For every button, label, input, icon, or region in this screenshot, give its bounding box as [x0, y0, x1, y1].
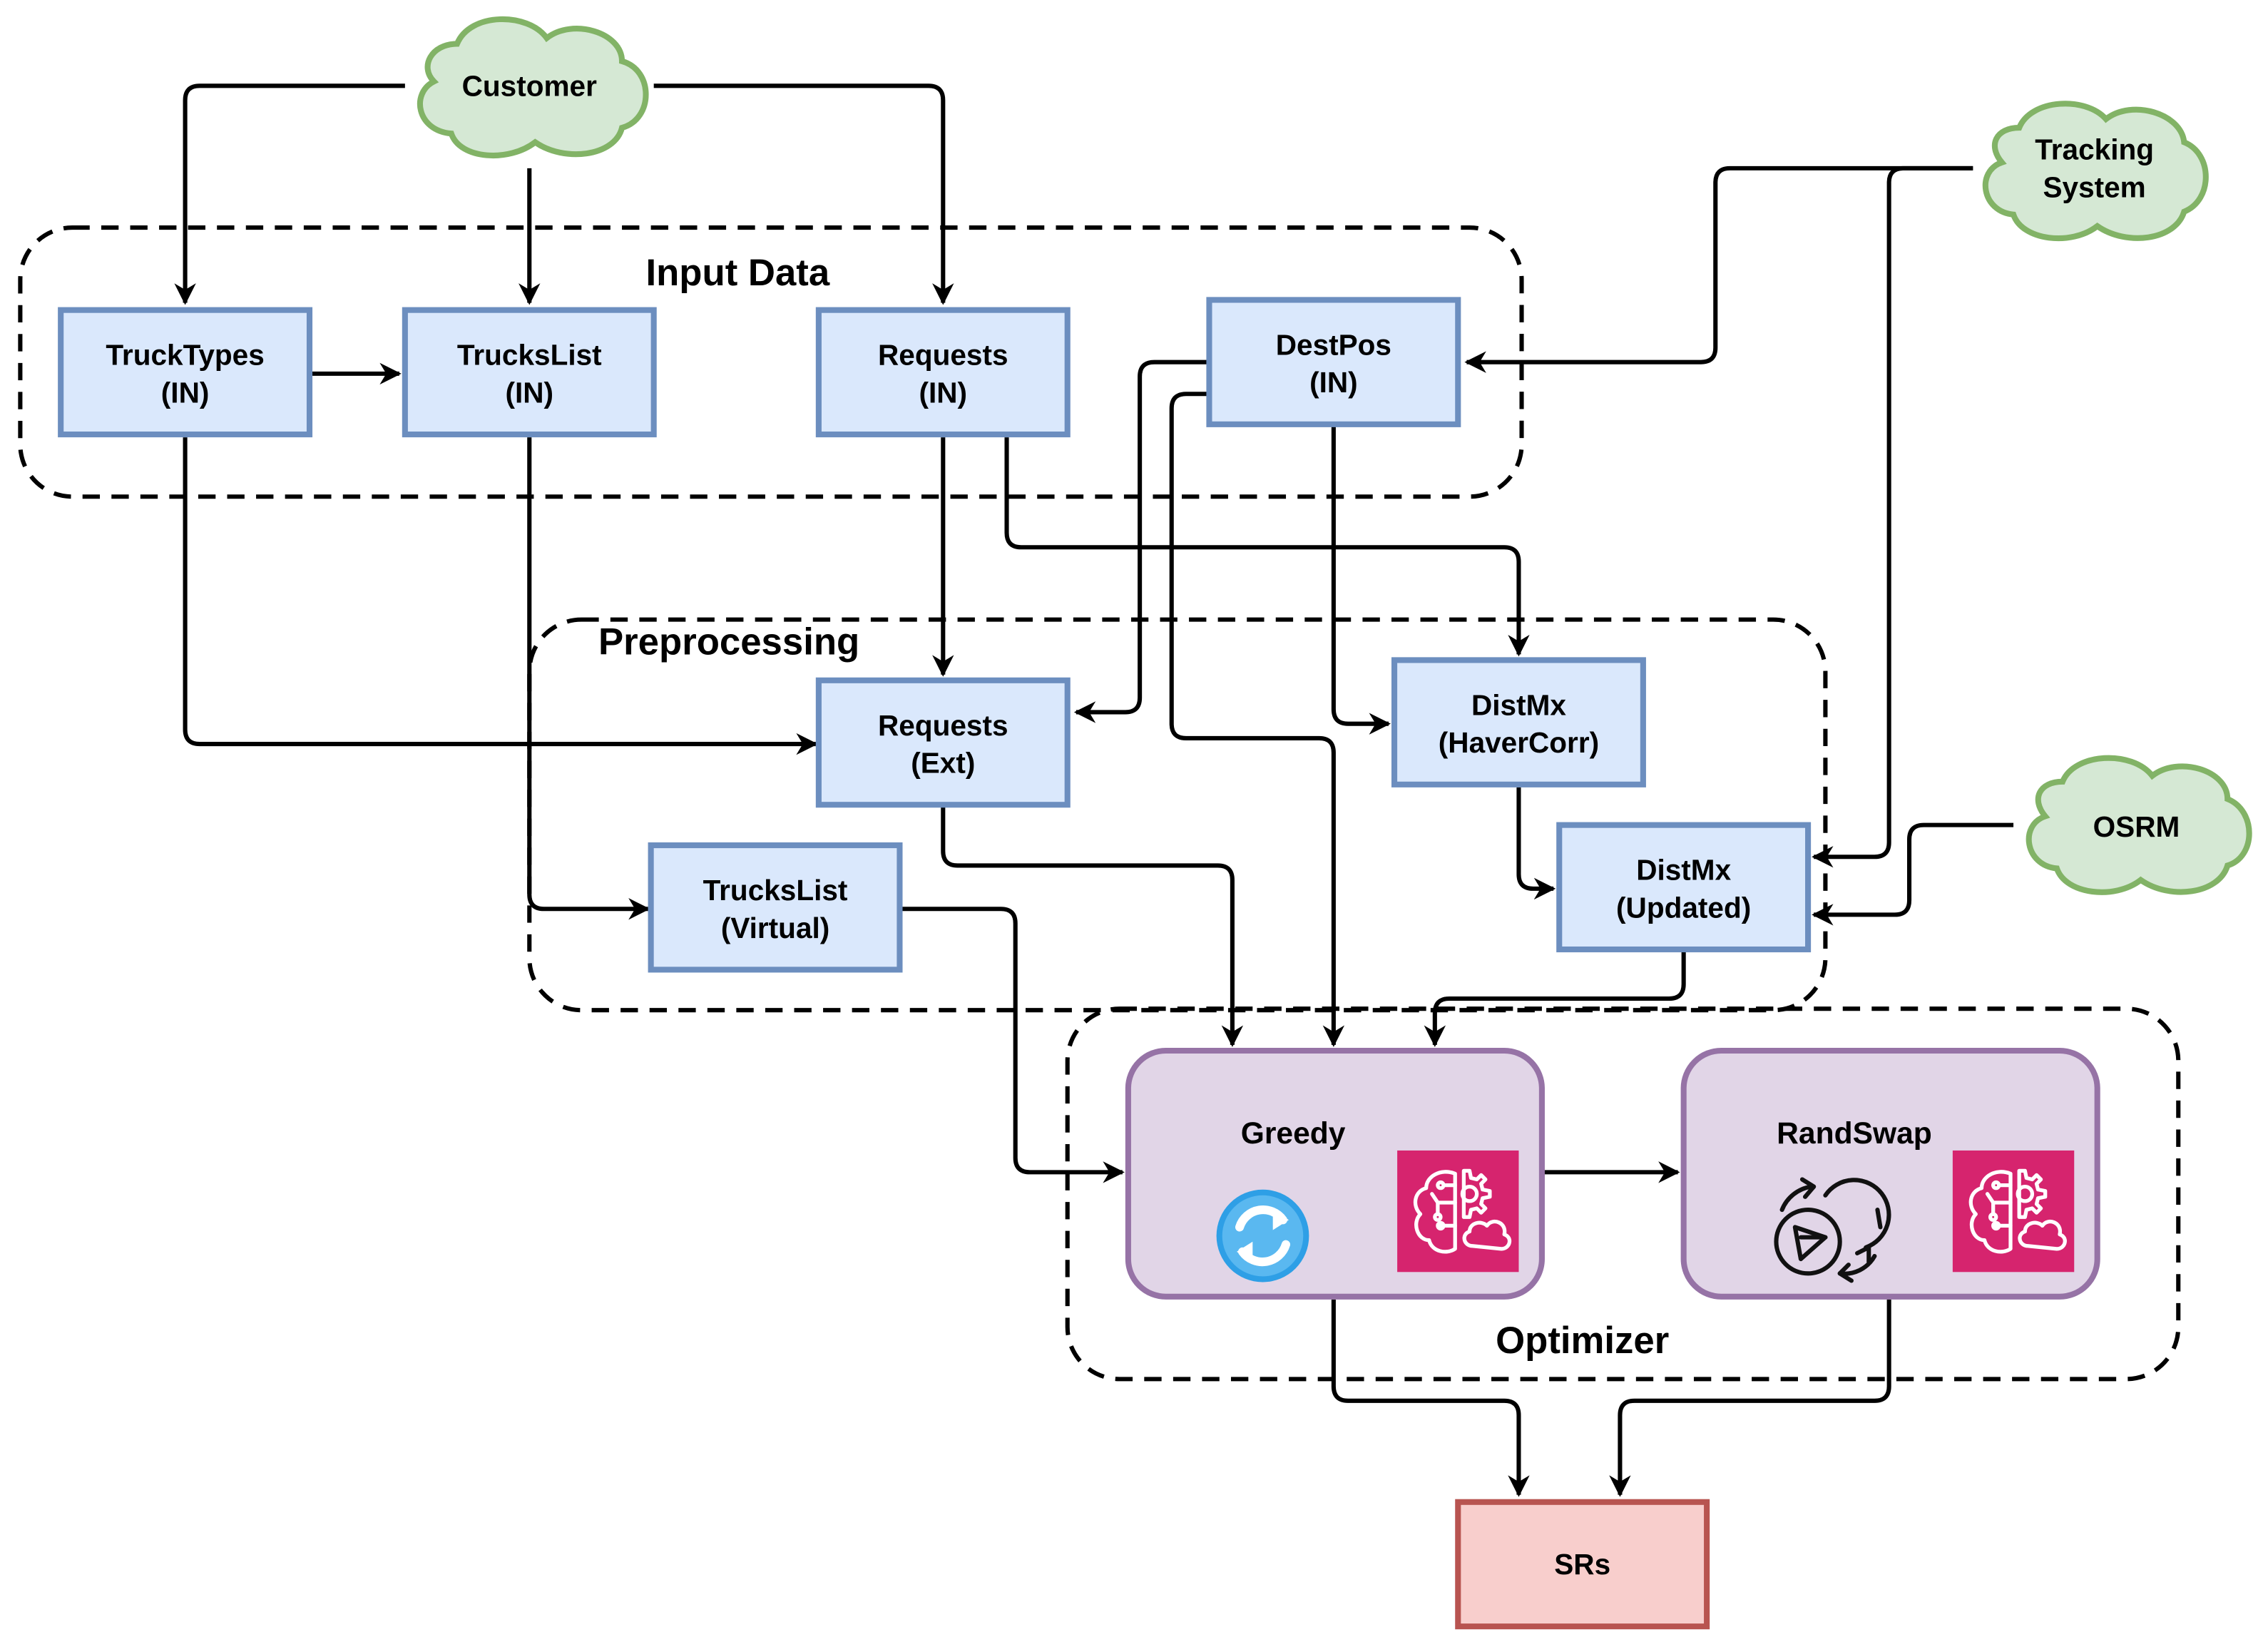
node-truckslist-virtual-line2: (Virtual) — [721, 912, 829, 944]
node-trucktypes-line1: TruckTypes — [106, 339, 264, 372]
source-tracking-line1: Tracking — [2035, 133, 2154, 166]
edge-randswap-srs — [1609, 1299, 1891, 1497]
node-destpos-line1: DestPos — [1276, 329, 1391, 362]
node-truckslist: TrucksList (IN) — [402, 307, 657, 438]
swap-cycle-icon — [1774, 1177, 1891, 1283]
node-distmx-updated-line1: DistMx — [1636, 854, 1731, 887]
edge-destpos-requestsext — [1073, 359, 1210, 723]
source-osrm-label: OSRM — [2093, 810, 2180, 843]
node-randswap-label: RandSwap — [1777, 1116, 1932, 1151]
edge-trucktypes-requestsext — [183, 437, 818, 755]
edge-tracking-distmx-updated — [1812, 165, 1973, 868]
node-distmx-updated-line2: (Updated) — [1616, 891, 1751, 924]
edge-customer-trucktypes — [174, 83, 405, 305]
node-distmx-havercorr-line1: DistMx — [1471, 688, 1566, 721]
group-input-data: Input Data — [18, 225, 1524, 499]
node-greedy: Greedy — [1125, 1047, 1545, 1300]
refresh-icon — [1216, 1189, 1309, 1282]
group-label-optimizer: Optimizer — [1496, 1320, 1669, 1362]
source-tracking-line2: System — [2043, 170, 2145, 203]
group-label-preprocessing: Preprocessing — [598, 621, 859, 663]
source-osrm: OSRM — [2026, 755, 2252, 895]
edge-haver-updated — [1516, 787, 1556, 900]
node-requests-in-line2: (IN) — [919, 376, 968, 409]
node-requests-in-line1: Requests — [878, 339, 1008, 372]
edge-truckslist-virtual — [527, 437, 650, 920]
node-truckslist-virtual: TrucksList (Virtual) — [648, 842, 903, 973]
edge-destpos-greedy — [1169, 392, 1345, 1047]
source-customer-label: Customer — [462, 69, 597, 102]
ml-brain-icon — [1952, 1150, 2075, 1273]
edge-requestsext-greedy — [941, 805, 1244, 1047]
edge-updated-greedy — [1424, 951, 1686, 1047]
node-requests-ext: Requests (Ext) — [815, 677, 1071, 808]
ml-brain-icon — [1397, 1150, 1519, 1273]
node-destpos: DestPos (IN) — [1206, 297, 1461, 427]
node-truckslist-line2: (IN) — [505, 376, 553, 409]
node-distmx-updated: DistMx (Updated) — [1556, 822, 1812, 953]
group-label-input: Input Data — [645, 252, 829, 294]
source-tracking-system: Tracking System — [1982, 101, 2209, 242]
group-optimizer: Optimizer — [1065, 1006, 2181, 1382]
node-trucktypes: TruckTypes (IN) — [58, 307, 313, 438]
node-distmx-havercorr: DistMx (HaverCorr) — [1391, 657, 1646, 787]
edge-osrm-distmx-updated — [1812, 822, 2014, 926]
edge-customer-requests — [653, 83, 954, 305]
edges — [174, 83, 2014, 1497]
edge-requests-distmx-haver — [1004, 437, 1530, 657]
node-destpos-line2: (IN) — [1309, 366, 1358, 399]
node-randswap: RandSwap — [1680, 1047, 2100, 1300]
node-srs-label: SRs — [1554, 1548, 1610, 1581]
node-requests-in: Requests (IN) — [815, 307, 1071, 438]
node-truckslist-virtual-line1: TrucksList — [703, 874, 848, 907]
edge-virtual-greedy — [899, 907, 1125, 1183]
source-customer: Customer — [417, 16, 649, 159]
node-distmx-havercorr-line2: (HaverCorr) — [1439, 726, 1599, 759]
node-requests-ext-line2: (Ext) — [911, 747, 975, 780]
edge-tracking-destpos — [1464, 165, 1973, 373]
edge-greedy-srs — [1331, 1299, 1530, 1497]
edge-destpos-distmx-haver — [1331, 425, 1391, 735]
node-truckslist-line1: TrucksList — [457, 339, 602, 372]
node-requests-ext-line1: Requests — [878, 709, 1008, 742]
node-srs: SRs — [1455, 1499, 1710, 1630]
node-greedy-label: Greedy — [1241, 1116, 1346, 1151]
node-trucktypes-line2: (IN) — [161, 376, 210, 409]
